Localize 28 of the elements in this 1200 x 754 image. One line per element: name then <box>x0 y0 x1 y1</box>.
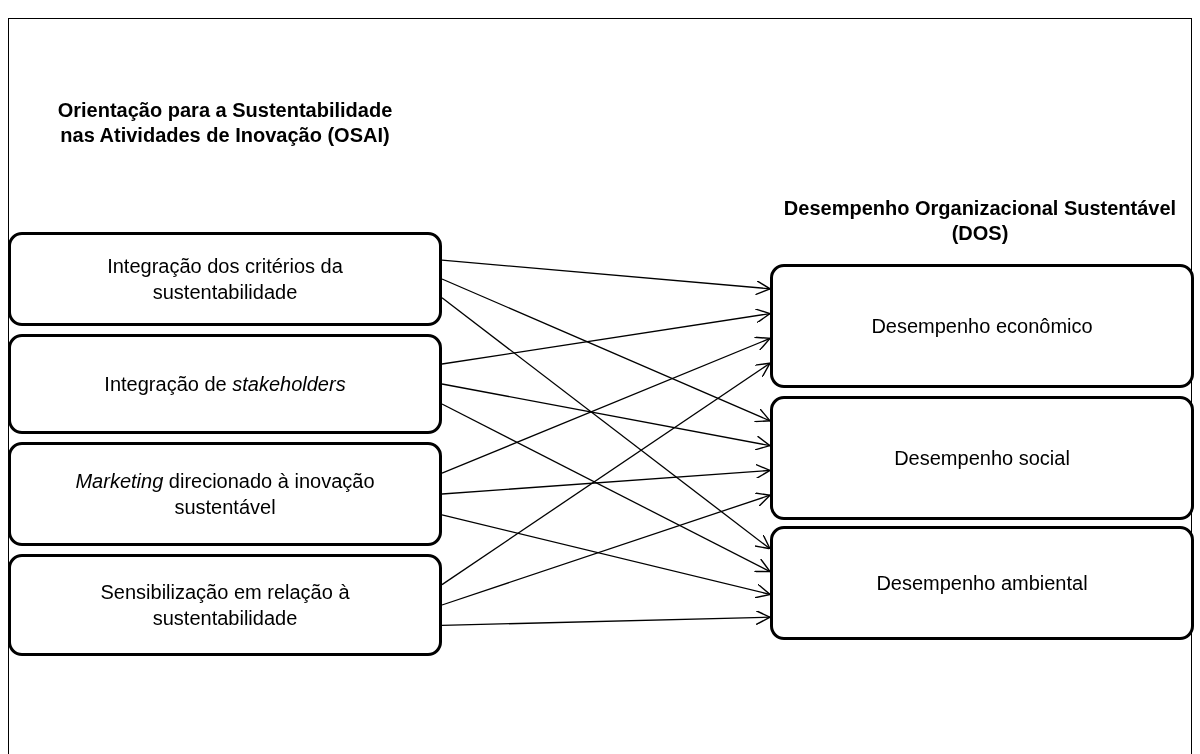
arrow <box>441 278 771 423</box>
arrow <box>441 403 771 573</box>
rounded-box <box>770 396 1194 520</box>
arrow <box>441 383 771 451</box>
box-text: Desempenho ambiental <box>876 571 1088 596</box>
arrow <box>441 609 771 627</box>
arrow <box>441 514 771 599</box>
box-text: Desempenho social <box>894 446 1070 471</box>
arrow <box>441 492 771 606</box>
box-text: Sensibilização em relação à sustentabilidade <box>99 580 351 631</box>
rounded-box <box>770 526 1194 640</box>
box-text: Integração de stakeholders <box>104 372 346 397</box>
rounded-box <box>8 334 442 434</box>
arrow <box>441 297 771 550</box>
arrow <box>441 308 771 365</box>
box-text: Marketing direcionado à inovação sustentável <box>74 469 376 520</box>
arrow <box>441 259 771 296</box>
box-text: Desempenho econômico <box>871 314 1093 339</box>
rounded-box <box>8 442 442 546</box>
rounded-box <box>770 264 1194 388</box>
arrow <box>441 463 771 495</box>
box-text: Integração dos critérios da sustentabilidade <box>106 254 344 305</box>
arrow <box>441 336 771 474</box>
column-heading: Desempenho Organizacional Sustentável (DOS) <box>782 196 1178 246</box>
column-heading: Orientação para a Sustentabilidade nas Atividades de Inovação (OSAI) <box>56 98 394 148</box>
rounded-box <box>8 554 442 656</box>
rounded-box <box>8 232 442 326</box>
arrow <box>441 362 771 586</box>
